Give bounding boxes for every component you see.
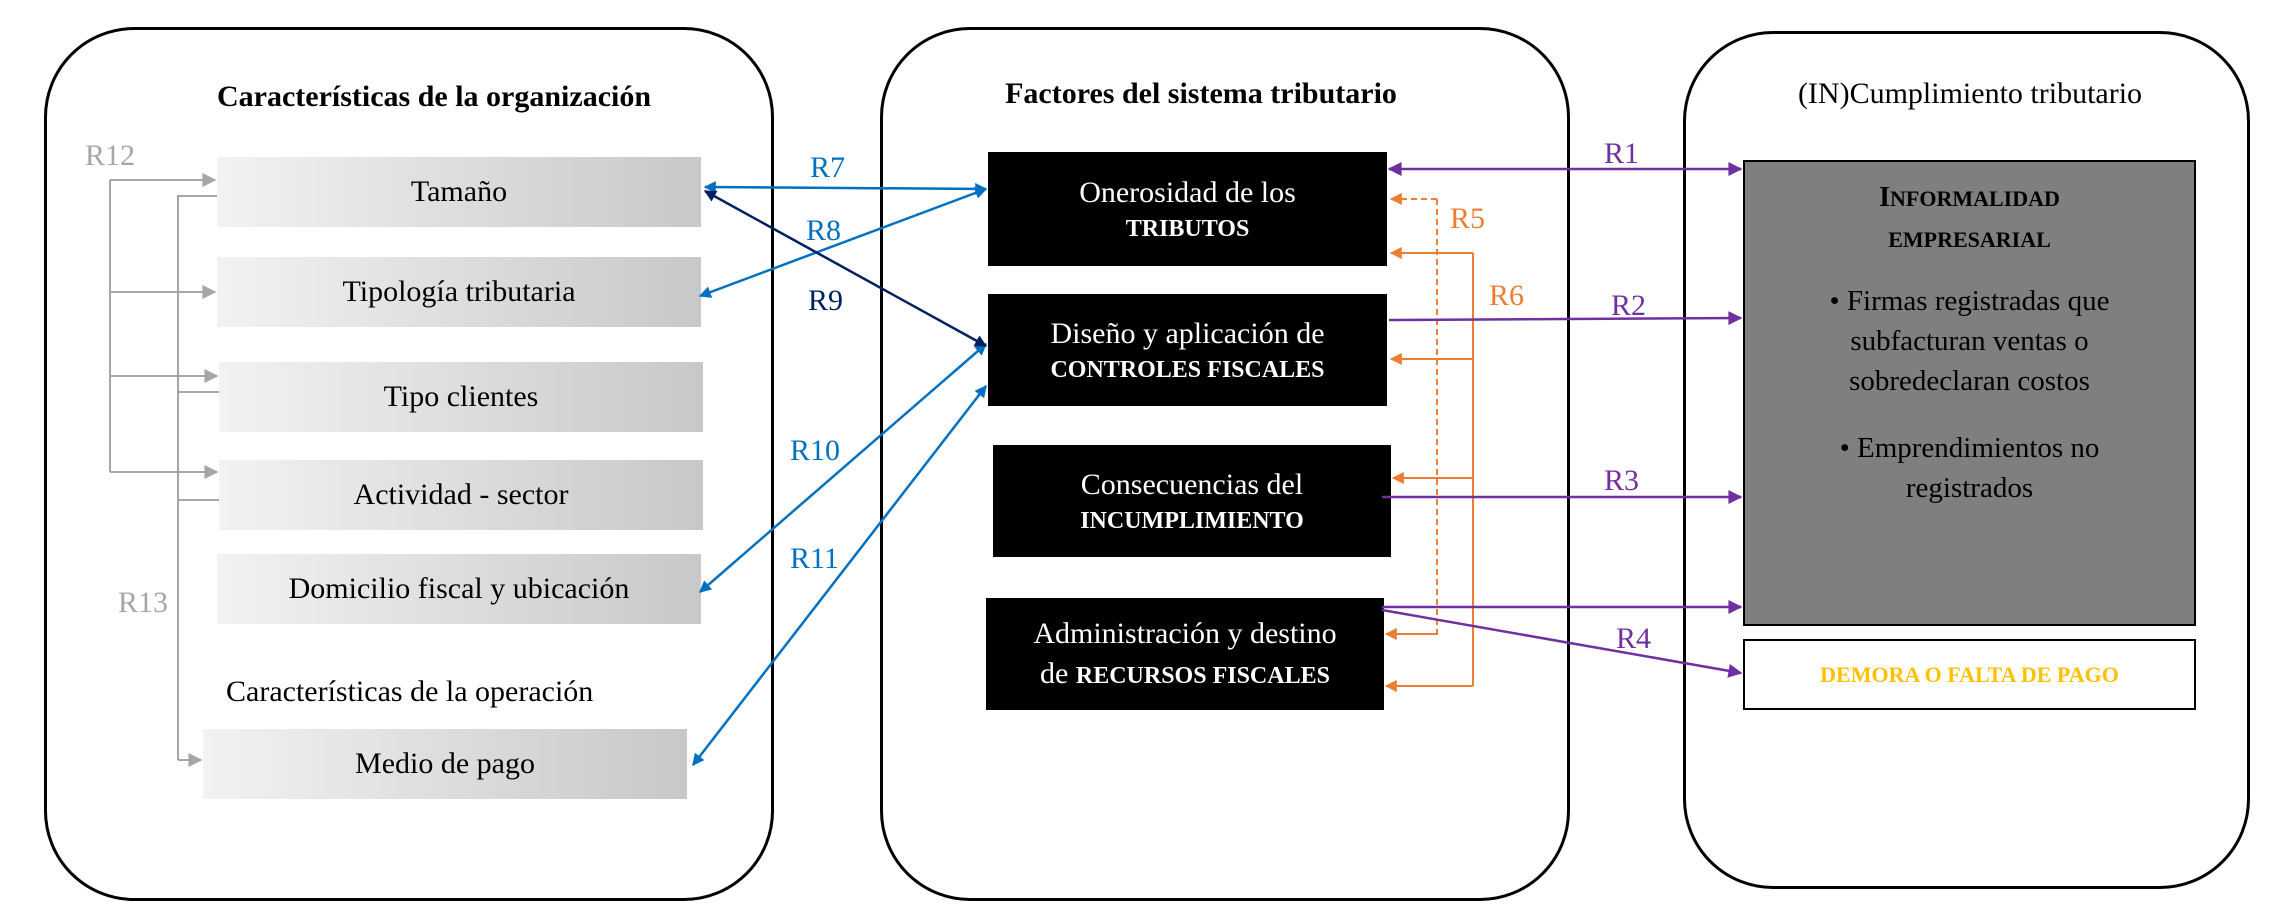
- org-panel-title: Características de la organización: [216, 80, 652, 113]
- r8-arrow: [698, 187, 988, 298]
- business-informality-line2: EMPRESARIAL: [1888, 226, 2051, 252]
- r5-dashed-connector: [1384, 193, 1438, 640]
- registered-firms-bullet: • Firmas registradas que subfacturan ven…: [1830, 281, 2110, 401]
- r6-connector: [1384, 247, 1474, 692]
- business-informality-title: INFORMALIDAD EMPRESARIAL: [1879, 178, 2060, 259]
- bullet1-line3: sobredeclaran costos: [1849, 365, 2090, 398]
- r2-arrow: [1388, 311, 1743, 326]
- compliance-panel-title: (IN)Cumplimiento tributario: [1797, 77, 2143, 110]
- tax-typology-label: Tipología tributaria: [342, 275, 576, 308]
- noncompliance-consequences-line2: INCUMPLIMIENTO: [1080, 508, 1304, 535]
- fiscal-resources-line2-prefix: de: [1040, 657, 1069, 690]
- fiscal-resources-box: Administración y destino de RECURSOS FIS…: [986, 598, 1384, 710]
- client-type-label: Tipo clientes: [383, 380, 539, 413]
- fiscal-controls-line1: Diseño y aplicación de: [1050, 316, 1325, 350]
- fiscal-resources-line1: Administración y destino: [1033, 616, 1337, 650]
- r2-label: R2: [1611, 289, 1646, 322]
- bullet2-line2: registrados: [1905, 472, 2034, 505]
- r10-arrow: [699, 343, 987, 593]
- r1-label: R1: [1604, 137, 1639, 170]
- org-factor-arrows: [692, 181, 988, 766]
- size-box: Tamaño: [217, 157, 701, 227]
- tax-burden-line1: Onerosidad de los: [1079, 175, 1296, 209]
- factor-outcome-arrows: [1381, 162, 1743, 678]
- fiscal-controls-box: Diseño y aplicación de CONTROLES FISCALE…: [988, 294, 1387, 406]
- r7-arrow: [703, 181, 988, 195]
- r7-label: R7: [810, 151, 845, 184]
- activity-sector-box: Actividad - sector: [219, 460, 703, 530]
- tax-system-panel-title: Factores del sistema tributario: [1005, 77, 1397, 110]
- unregistered-ventures-bullet: • Emprendimientos no registrados: [1840, 428, 2100, 508]
- bullet1-line1: • Firmas registradas que: [1829, 285, 2110, 318]
- bullet1-line2: subfacturan ventas o: [1850, 325, 2089, 358]
- r13-label: R13: [118, 586, 168, 619]
- bullet2-line1: • Emprendimientos no: [1839, 432, 2100, 465]
- fiscal-resources-line2: RECURSOS FISCALES: [1075, 663, 1330, 689]
- r4-label: R4: [1616, 622, 1651, 655]
- noncompliance-consequences-line1: Consecuencias del: [1080, 467, 1304, 501]
- r12-bracket: [109, 173, 219, 479]
- fiscal-controls-line2: CONTROLES FISCALES: [1050, 357, 1325, 384]
- payment-method-box: Medio de pago: [203, 729, 687, 799]
- business-informality-rest: NFORMALIDAD: [1890, 186, 2060, 211]
- business-informality-box: INFORMALIDAD EMPRESARIAL • Firmas regist…: [1743, 160, 2196, 626]
- business-informality-initial: I: [1879, 182, 1890, 213]
- payment-method-label: Medio de pago: [355, 747, 535, 780]
- r8-label: R8: [806, 214, 841, 247]
- tax-typology-box: Tipología tributaria: [217, 257, 701, 327]
- tax-burden-line2: TRIBUTOS: [1125, 216, 1250, 243]
- r12-label: R12: [85, 139, 135, 172]
- r10-label: R10: [790, 434, 840, 467]
- r9-label: R9: [808, 284, 843, 317]
- r4b-arrow: [1381, 608, 1743, 678]
- client-type-box: Tipo clientes: [219, 362, 703, 432]
- operation-characteristics-label: Características de la operación: [226, 675, 594, 708]
- r13-bracket: [177, 195, 219, 767]
- activity-sector-label: Actividad - sector: [353, 478, 569, 511]
- r3-label: R3: [1604, 464, 1639, 497]
- r5-label: R5: [1450, 202, 1485, 235]
- fiscal-address-box: Domicilio fiscal y ubicación: [217, 554, 701, 624]
- r11-arrow: [692, 385, 987, 766]
- r6-label: R6: [1489, 279, 1524, 312]
- size-label: Tamaño: [410, 175, 508, 208]
- late-nonpayment-box: DEMORA O FALTA DE PAGO: [1743, 639, 2196, 710]
- r9-arrow: [703, 189, 988, 348]
- r11-label: R11: [790, 542, 839, 575]
- noncompliance-consequences-box: Consecuencias del INCUMPLIMIENTO: [993, 445, 1391, 557]
- fiscal-address-label: Domicilio fiscal y ubicación: [288, 572, 630, 605]
- tax-burden-box: Onerosidad de los TRIBUTOS: [988, 152, 1387, 266]
